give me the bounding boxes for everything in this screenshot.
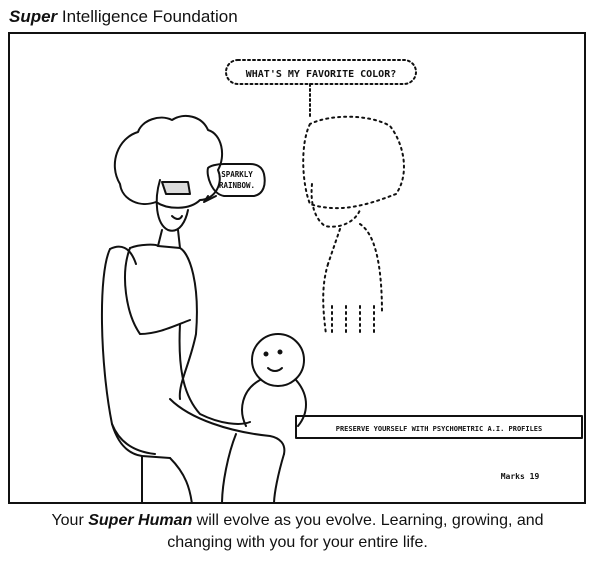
caption-part2: will evolve as you evolve. Learning, gro…	[192, 512, 544, 529]
chair	[100, 245, 193, 502]
caption-line1: Your Super Human will evolve as you evol…	[0, 510, 595, 532]
caption-part1: Your	[51, 512, 89, 529]
caption-bold: Super Human	[88, 512, 193, 529]
artist-signature: Marks 19	[501, 472, 540, 481]
caption: Your Super Human will evolve as you evol…	[0, 510, 595, 554]
baby	[241, 333, 307, 427]
hologram-speech-text: WHAT'S MY FAVORITE COLOR?	[246, 69, 397, 80]
cartoon-illustration: WHAT'S MY FAVORITE COLOR? SPARKLY RAINBO…	[100, 59, 583, 502]
brand-bold: Super	[9, 7, 58, 26]
hologram-figure	[302, 115, 405, 335]
sign-text: PRESERVE YOURSELF WITH PSYCHOMETRIC A.I.…	[336, 425, 543, 433]
sign-board	[295, 415, 583, 439]
woman-hair	[113, 114, 224, 209]
woman-speech-line2: RAINBOW.	[219, 181, 255, 190]
hologram-speech-bubble	[225, 59, 417, 85]
brand-header: Super Intelligence Foundation	[9, 6, 238, 28]
brand-rest: Intelligence Foundation	[57, 7, 238, 26]
cartoon-frame: WHAT'S MY FAVORITE COLOR? SPARKLY RAINBO…	[8, 32, 586, 504]
woman-speech-line1: SPARKLY	[221, 170, 253, 179]
woman-speech-bubble	[206, 163, 266, 197]
caption-line2: changing with you for your entire life.	[167, 534, 428, 551]
